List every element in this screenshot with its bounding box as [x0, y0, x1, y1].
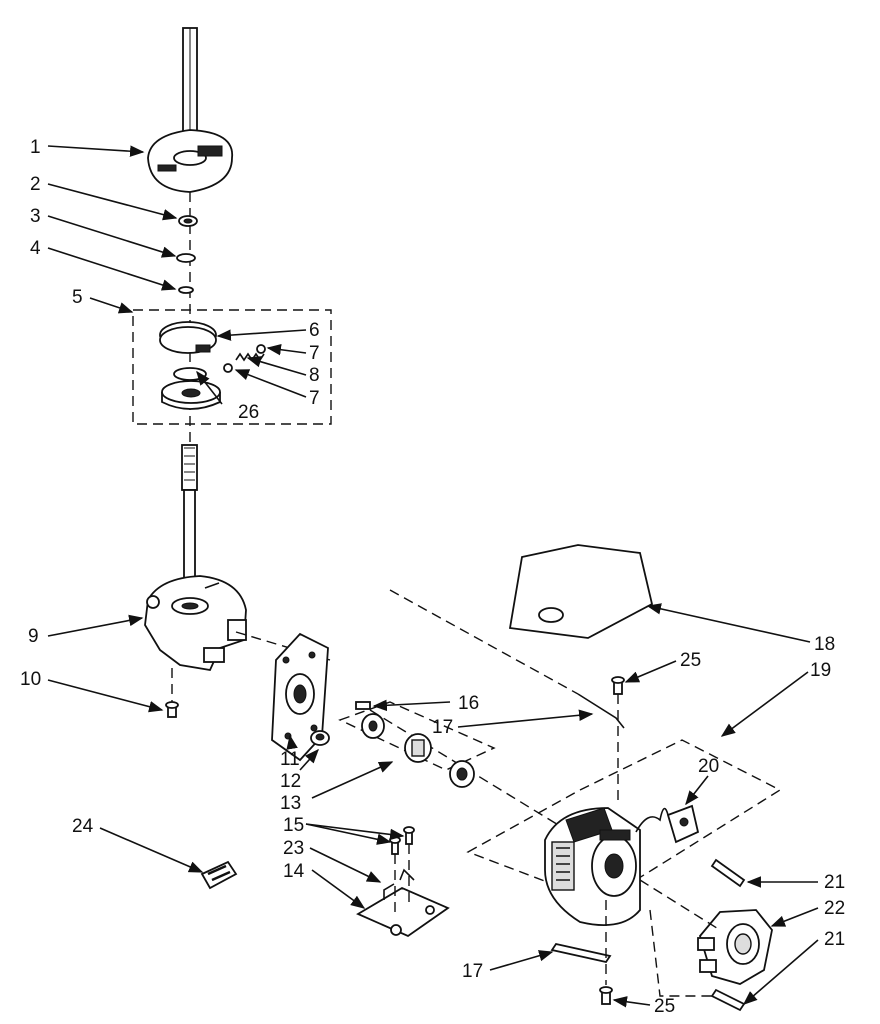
- callout-1: 1: [30, 137, 41, 158]
- callout-7b: 7: [309, 388, 320, 409]
- connector-line-pump: [639, 879, 721, 931]
- callout-10: 10: [20, 669, 41, 690]
- part-shield: [508, 544, 654, 639]
- part-screw-16: [355, 701, 371, 710]
- callout-21a: 21: [824, 872, 845, 893]
- part-bracket-plate-14: [356, 883, 450, 938]
- part-clutch-band: [159, 321, 217, 354]
- part-clip-21-top: [710, 858, 746, 888]
- part-spring: [223, 344, 266, 373]
- callout-12: 12: [280, 771, 301, 792]
- callout-6: 6: [309, 320, 320, 341]
- callout-18: 18: [814, 634, 835, 655]
- callout-22: 22: [824, 898, 845, 919]
- part-screw-25-top: [611, 676, 625, 800]
- part-bracket-17: [550, 942, 612, 964]
- part-screw-25-bottom: [599, 900, 613, 1005]
- callout-9: 9: [28, 626, 39, 647]
- leader-lines: [47, 145, 819, 1008]
- part-nut-12: [310, 730, 330, 746]
- part-washer-hole: [183, 218, 193, 224]
- callout-24: 24: [72, 816, 94, 837]
- drive-axis-line: [369, 709, 561, 827]
- callout-2: 2: [30, 174, 41, 195]
- part-ring: [178, 286, 194, 294]
- part-coupling: [361, 713, 475, 788]
- callout-21b: 21: [824, 929, 845, 950]
- callout-13: 13: [280, 793, 301, 814]
- callout-14: 14: [283, 861, 305, 882]
- part-spin-tube-plate: [147, 27, 233, 193]
- part-agitator-shaft: [181, 444, 198, 586]
- callout-19: 19: [810, 660, 831, 681]
- connector-line-pump-2: [649, 909, 716, 997]
- part-switch-20: [635, 804, 700, 844]
- part-24: [200, 860, 238, 890]
- callout-17a: 17: [432, 717, 453, 738]
- callout-16: 16: [458, 693, 479, 714]
- callout-8: 8: [309, 365, 320, 386]
- callout-25b: 25: [654, 996, 675, 1017]
- callout-7a: 7: [309, 343, 320, 364]
- part-rod-17: [577, 693, 625, 729]
- callout-26: 26: [238, 402, 259, 423]
- callout-17b: 17: [462, 961, 483, 982]
- part-screw-10: [165, 668, 179, 718]
- connector-line-17: [389, 589, 579, 695]
- part-gearcase: [144, 575, 247, 672]
- part-pump-22: [697, 909, 773, 985]
- callout-5: 5: [72, 287, 83, 308]
- part-retaining-ring: [176, 253, 196, 263]
- part-clutch-hub: [161, 367, 221, 410]
- callout-23: 23: [283, 838, 304, 859]
- callout-4: 4: [30, 238, 41, 259]
- callout-25a: 25: [680, 650, 701, 671]
- callout-15: 15: [283, 815, 304, 836]
- part-clip-21-bottom: [710, 988, 746, 1012]
- part-screws-15: [389, 826, 415, 918]
- callout-11: 11: [280, 749, 300, 770]
- callout-20: 20: [698, 756, 719, 777]
- part-adapter-plate: [271, 632, 329, 762]
- assembly-box-5: [132, 309, 332, 425]
- part-motor: [544, 807, 641, 927]
- callout-3: 3: [30, 206, 41, 227]
